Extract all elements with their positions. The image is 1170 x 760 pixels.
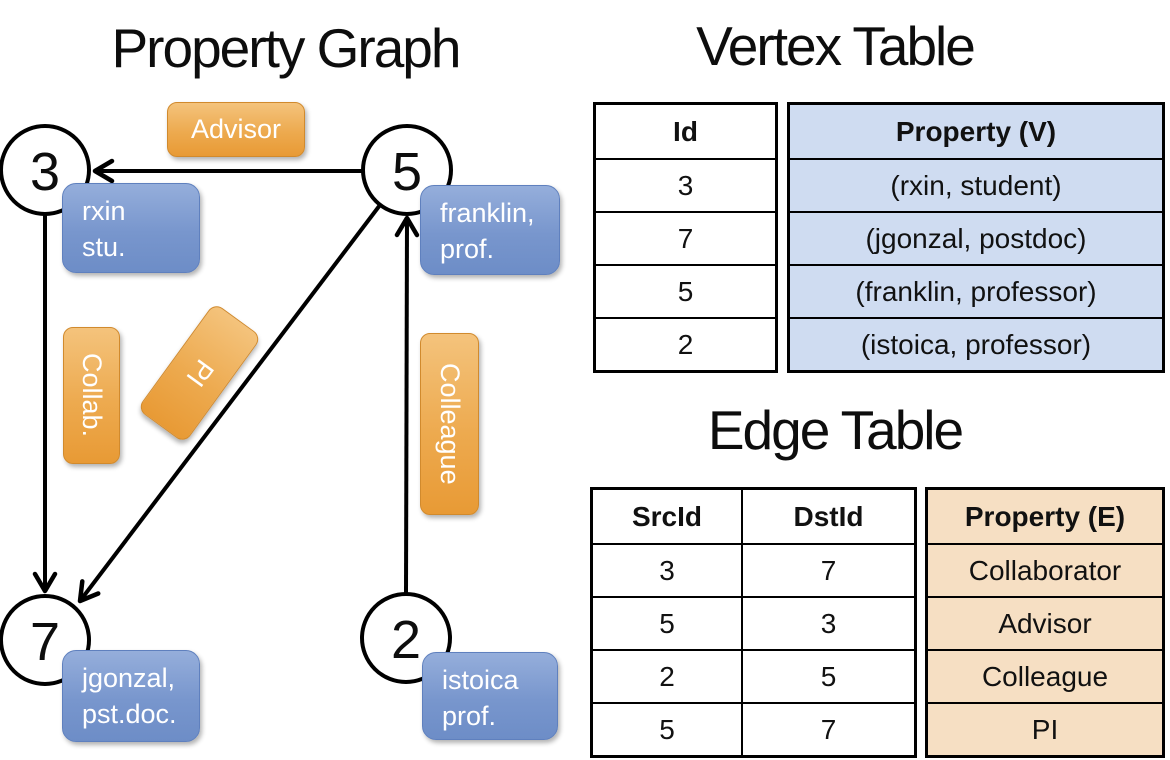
edge-table-property-column: Property (E) Collaborator Advisor Collea… <box>925 487 1165 758</box>
vertex-id-5: 5 <box>392 142 422 202</box>
edge-pi-5-to-7 <box>77 203 382 604</box>
vertex-id-2: 2 <box>391 610 421 670</box>
vertex-table-property-header: Property (V) <box>895 115 1057 147</box>
table-cell: PI <box>928 702 1162 755</box>
vertex-property-line: pst.doc. <box>82 698 177 729</box>
edge-label-collab: Collab. <box>63 327 120 464</box>
vertex-id-7: 7 <box>30 612 60 672</box>
vertex-property-box-5: franklin, prof. <box>420 185 560 275</box>
vertex-property-line: prof. <box>440 233 495 264</box>
table-cell: (franklin, professor) <box>790 264 1162 317</box>
table-cell: Advisor <box>928 596 1162 649</box>
table-cell: 3 <box>596 158 775 211</box>
edge-table-id-columns: SrcId DstId 3 7 5 3 2 5 5 7 <box>590 487 917 758</box>
table-cell: 7 <box>741 545 914 596</box>
vertex-table-title: Vertex Table <box>696 15 976 77</box>
vertex-table-property-column: Property (V) (rxin, student) (jgonzal, p… <box>787 102 1165 373</box>
table-cell: 5 <box>596 264 775 317</box>
table-cell: 3 <box>659 554 675 586</box>
table-cell: 2 <box>596 317 775 370</box>
vertex-table-id-column: Id 3 7 5 2 <box>593 102 778 373</box>
table-cell: (rxin, student) <box>790 158 1162 211</box>
vertex-property-line: jgonzal, <box>82 663 176 693</box>
table-cell: 5 <box>659 713 675 745</box>
vertex-table-id-header: Id <box>673 115 698 147</box>
vertex-property-line: stu. <box>82 231 126 262</box>
vertex-property-line: prof. <box>442 700 497 731</box>
vertex-property-box-7: jgonzal, pst.doc. <box>62 650 200 742</box>
edge-label-advisor: Advisor <box>167 102 305 157</box>
edge-table-property-header: Property (E) <box>964 500 1126 532</box>
vertex-property-line: rxin <box>82 196 126 226</box>
edge-table-dstid-header: DstId <box>741 490 914 543</box>
table-cell: 7 <box>596 211 775 264</box>
vertex-property-line: istoica <box>442 665 519 695</box>
edge-label-colleague: Colleague <box>420 333 479 515</box>
edge-table-srcid-header: SrcId <box>631 500 703 532</box>
vertex-property-line: franklin, <box>440 198 535 228</box>
table-cell: 5 <box>741 651 914 702</box>
edge-colleague-2-to-5 <box>394 215 420 595</box>
vertex-property-box-3: rxin stu. <box>62 183 200 273</box>
vertex-id-3: 3 <box>30 142 60 202</box>
property-graph-title: Property Graph <box>111 17 461 79</box>
table-cell: Collaborator <box>928 543 1162 596</box>
vertex-property-box-2: istoica prof. <box>422 652 558 740</box>
table-cell: Colleague <box>928 649 1162 702</box>
edge-table-title: Edge Table <box>707 399 964 461</box>
table-cell: 3 <box>741 598 914 649</box>
table-cell: (istoica, professor) <box>790 317 1162 370</box>
table-cell: 2 <box>659 660 675 692</box>
table-cell: (jgonzal, postdoc) <box>790 211 1162 264</box>
table-cell: 5 <box>659 607 675 639</box>
table-cell: 7 <box>741 704 914 755</box>
